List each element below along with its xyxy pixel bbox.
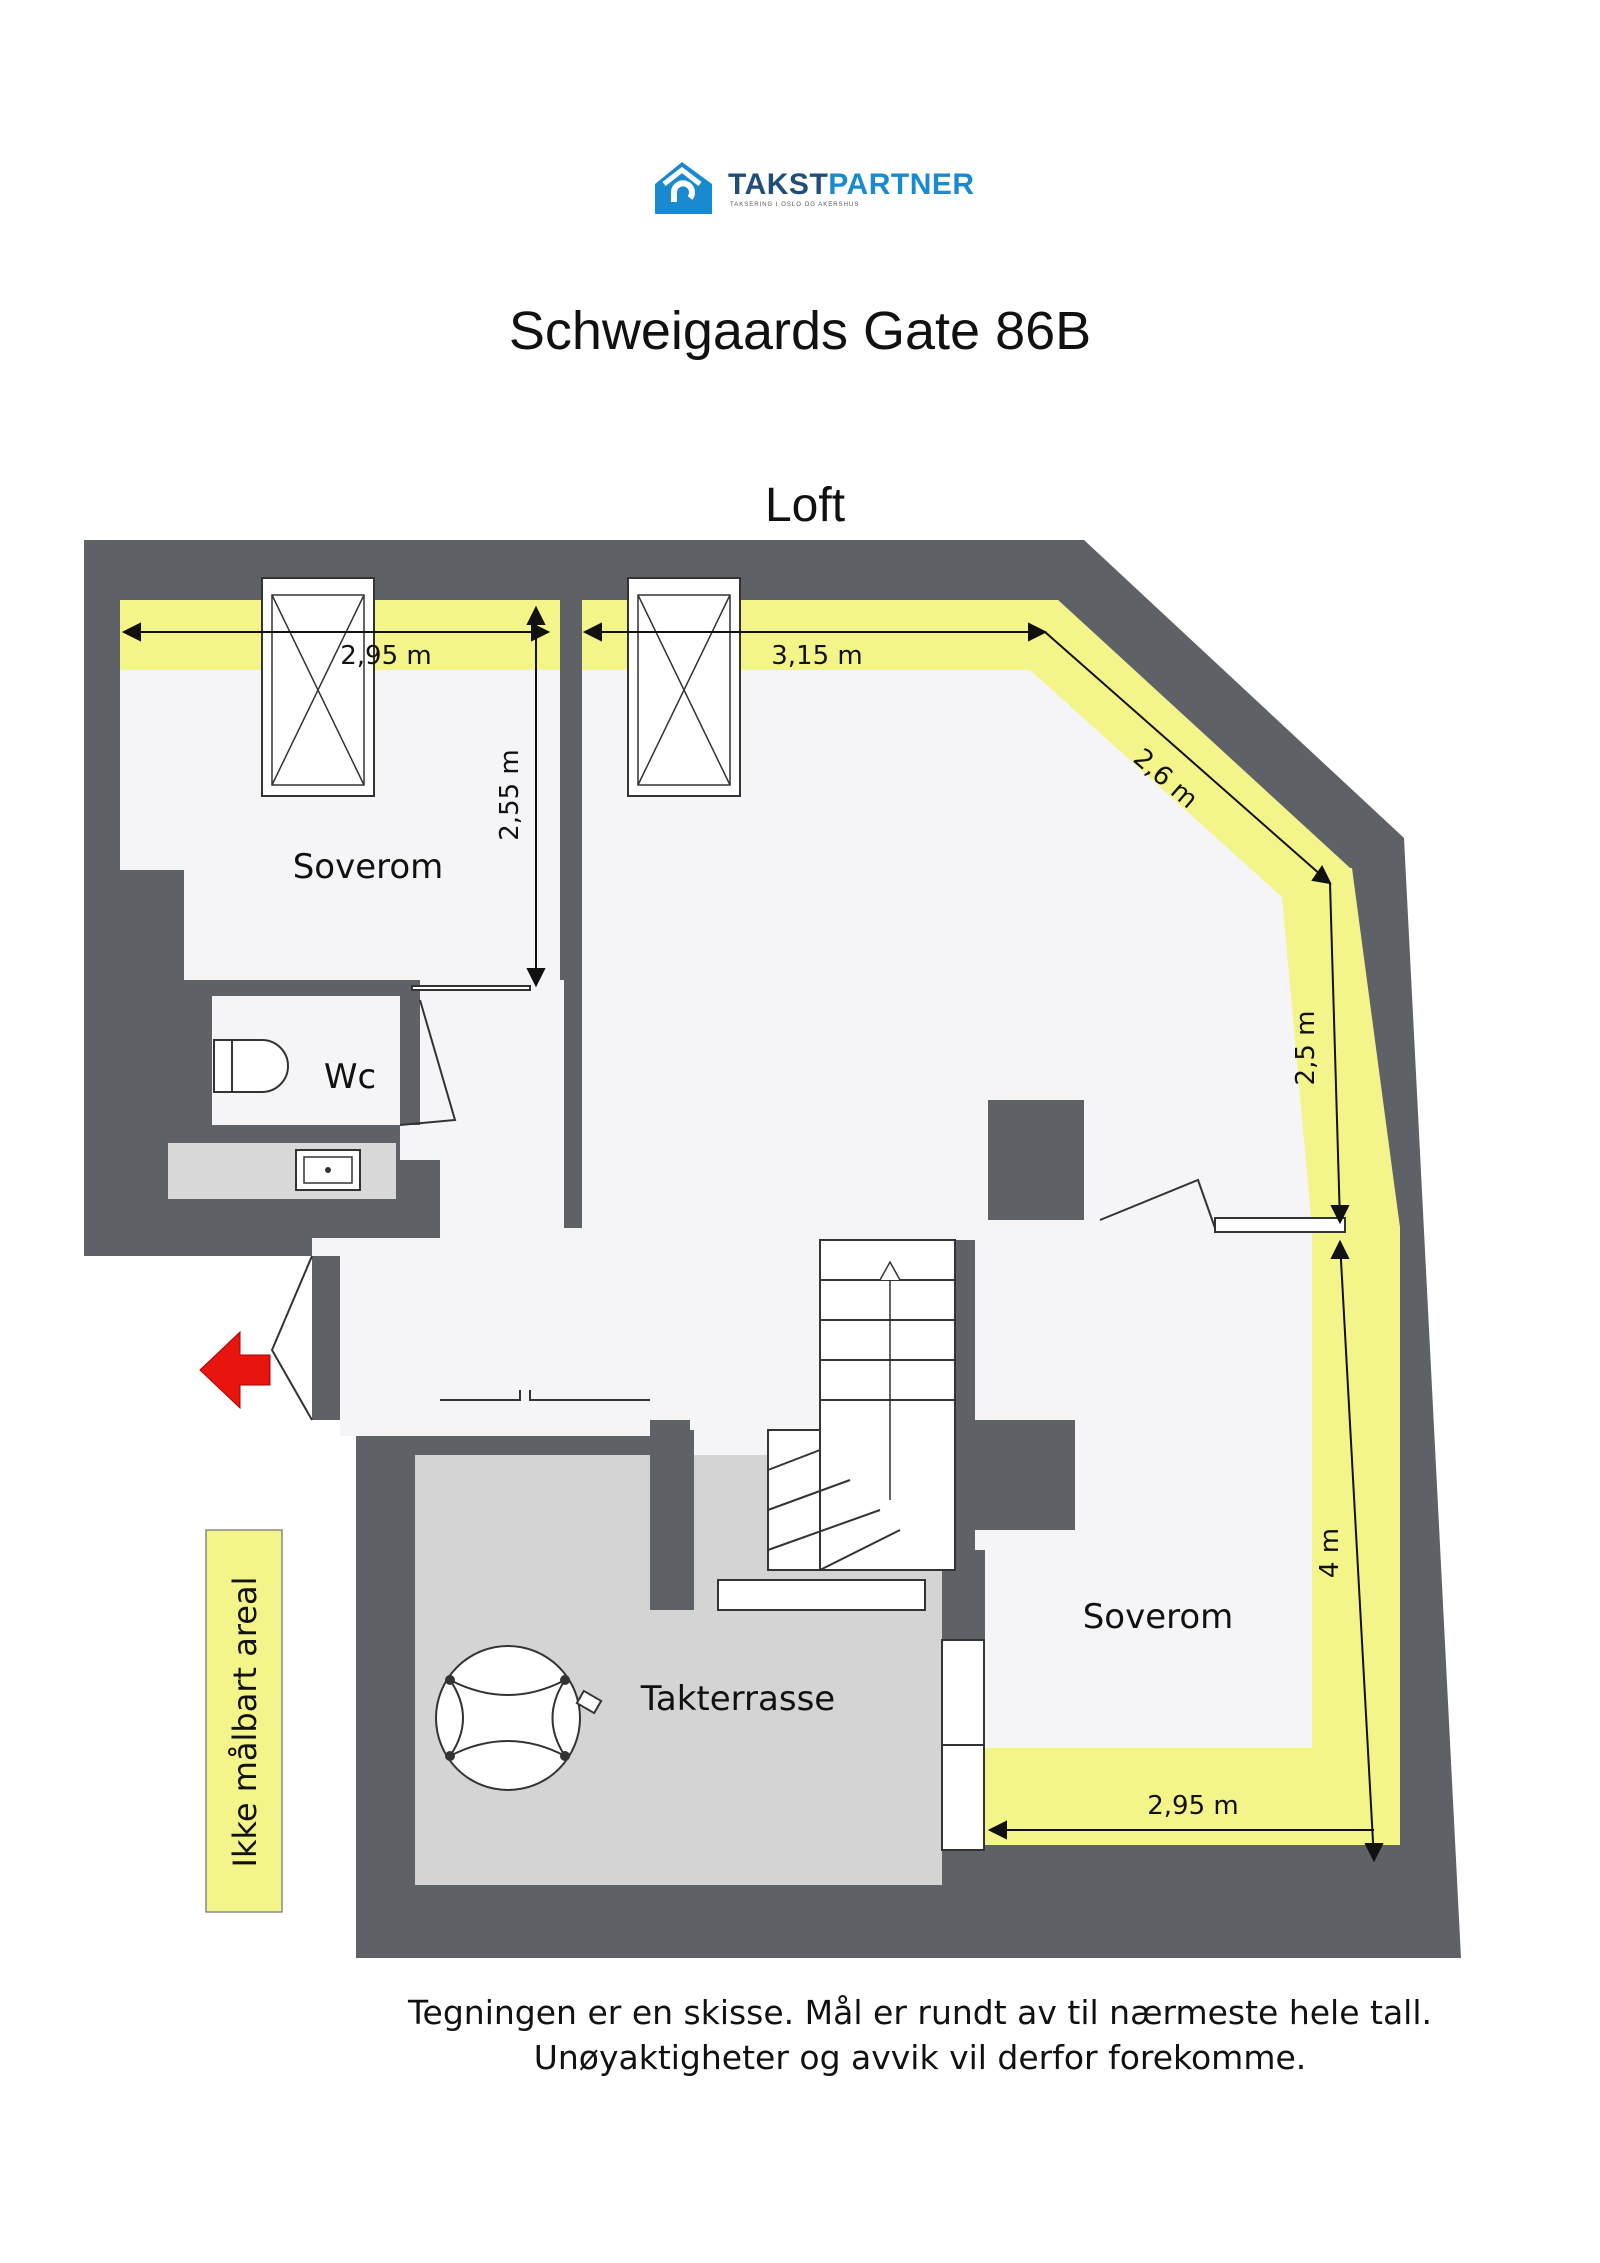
table-icon [435,1645,603,1791]
low-ceiling-right [985,868,1400,1845]
door-arc [411,985,531,991]
entrance-arrow-icon [199,1330,271,1410]
skylight [261,577,375,797]
room-label-bedroom: Soverom [293,847,444,887]
skylight [627,577,741,797]
dimension-line [1329,882,1341,1223]
dimension-arrow [1311,865,1332,885]
door-arc [1099,1178,1216,1229]
floor-hall [340,1256,650,1436]
house-logo-icon [655,162,712,214]
door-arc [440,1390,650,1401]
door-arc [270,1255,313,1421]
room-label-bedroom: Soverom [1083,1597,1234,1637]
vanity-counter [168,1143,396,1199]
room-label-wc: Wc [324,1057,376,1097]
stair-step [717,1579,926,1611]
wall-block [650,1430,694,1610]
brand-name: TAKSTPARTNER [728,168,975,201]
dimension-arrow [526,605,546,988]
dimension-arrow [1330,1205,1350,1225]
page-title: Schweigaards Gate 86B [508,301,1092,361]
room-label-terrace: Takterrasse [640,1679,835,1719]
dimension-label: 2,95 m [340,641,431,671]
low-ceiling-top-right [580,600,1400,1228]
brand-tagline: TAKSERING I OSLO OG AKERSHUS [730,202,860,208]
note-box [205,1529,283,1913]
dimension-arrow [582,622,1048,642]
staircase [767,1239,956,1571]
disclaimer-line-2: Unøyaktigheter og avvik vil derfor forek… [533,2038,1307,2077]
disclaimer: Tegningen er en skisse. Mål er rundt av … [300,1990,1540,2080]
sink-icon [295,1149,361,1191]
dimension-label: 4 m [1315,1528,1345,1578]
floor-main [312,600,1350,1748]
dimension-arrow [1330,1239,1384,1863]
toilet-icon [213,1039,289,1093]
wall-block [988,1100,1084,1220]
floor-label: Loft [764,479,846,532]
window [1214,1217,1346,1233]
dimension-label: 3,15 m [771,641,862,671]
partition-wall [564,598,582,1228]
dimension-arrow [121,622,551,642]
dimension-arrow [987,1820,1007,1840]
logo: TAKSTPARTNER TAKSERING I OSLO OG AKERSHU… [650,156,974,216]
wall-block [970,1420,1075,1530]
dimension-label: 2,95 m [1147,1791,1238,1821]
door-arc [399,999,457,1126]
dimension-line [1339,1241,1375,1861]
note-not-measurable: Ikke målbart areal [226,1577,264,1868]
disclaimer-line-1: Tegningen er en skisse. Mål er rundt av … [408,1993,1432,2032]
dimension-label: 2,55 m [495,749,525,840]
dimension-label: 2,5 m [1291,1011,1321,1086]
dimension-line [1044,631,1331,884]
